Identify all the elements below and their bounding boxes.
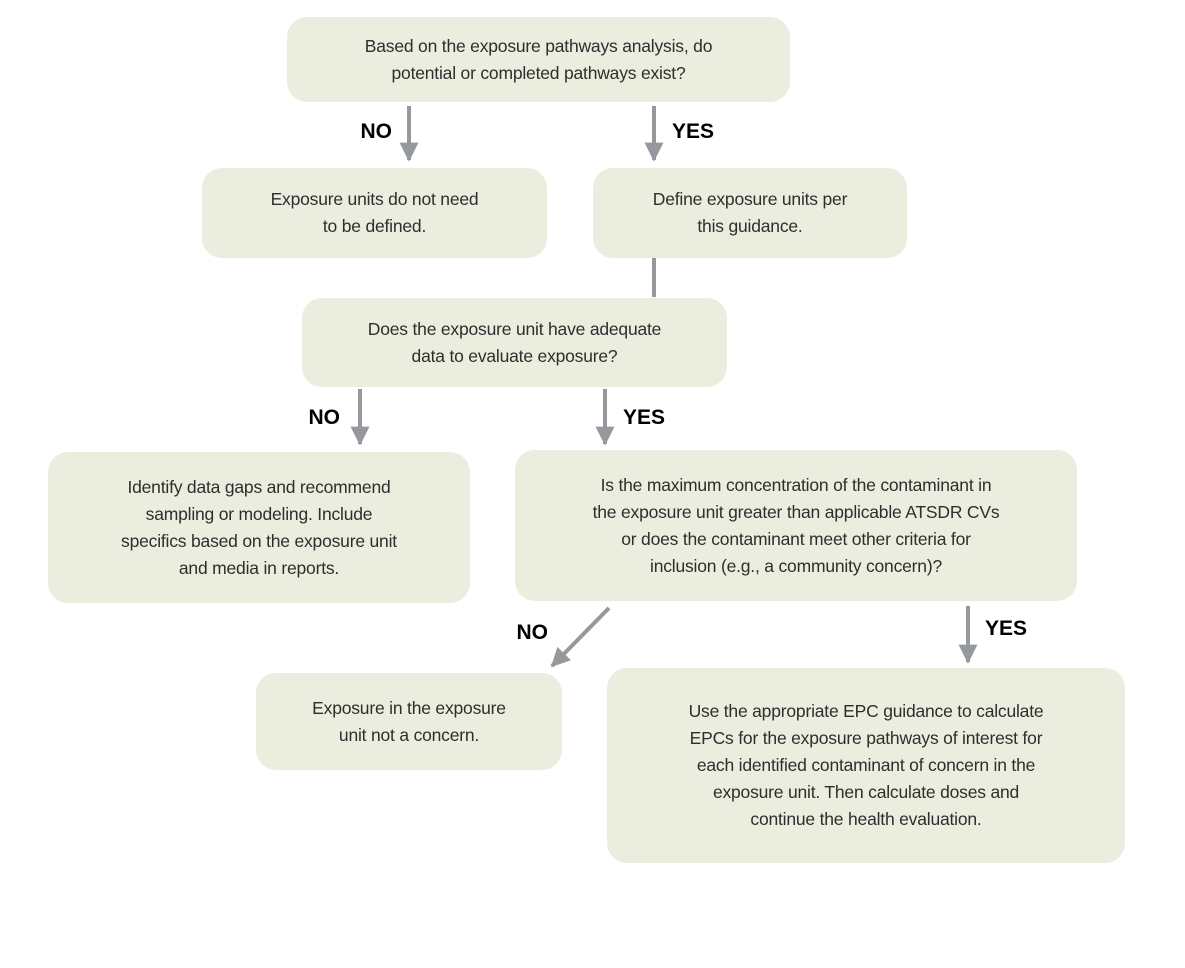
edge-arrow-maxconc-no <box>550 606 611 668</box>
node-define-exposure-units: Define exposure units per this guidance. <box>593 168 907 258</box>
node-q-pathways-text: Based on the exposure pathways analysis,… <box>364 35 713 83</box>
node-calculate-epcs-text: Use the appropriate EPC guidance to calc… <box>688 701 1044 829</box>
edge-label-pathways-no: NO <box>360 120 393 143</box>
node-no-exposure-units-needed-text: Exposure units do not need to be defined… <box>270 189 479 236</box>
node-q-pathways: Based on the exposure pathways analysis,… <box>287 17 790 102</box>
edge-label-maxconc-yes: YES <box>985 617 1028 640</box>
node-define-exposure-units-text: Define exposure units per this guidance. <box>652 189 848 236</box>
edge-label-adequate-no: NO <box>308 406 341 429</box>
node-not-a-concern: Exposure in the exposure unit not a conc… <box>256 673 562 770</box>
node-q-max-concentration: Is the maximum concentration of the cont… <box>515 450 1077 601</box>
edge-label-maxconc-no: NO <box>516 621 549 644</box>
node-q-max-concentration-text: Is the maximum concentration of the cont… <box>592 474 1000 576</box>
node-identify-data-gaps-text: Identify data gaps and recommend samplin… <box>121 476 397 578</box>
node-identify-data-gaps: Identify data gaps and recommend samplin… <box>48 452 470 603</box>
edge-label-adequate-yes: YES <box>623 406 666 429</box>
node-calculate-epcs: Use the appropriate EPC guidance to calc… <box>607 668 1125 863</box>
node-no-exposure-units-needed: Exposure units do not need to be defined… <box>202 168 547 258</box>
node-q-adequate-data: Does the exposure unit have adequate dat… <box>302 298 727 387</box>
node-q-adequate-data-text: Does the exposure unit have adequate dat… <box>367 318 662 366</box>
edge-label-pathways-yes: YES <box>672 120 715 143</box>
node-not-a-concern-text: Exposure in the exposure unit not a conc… <box>312 697 506 745</box>
